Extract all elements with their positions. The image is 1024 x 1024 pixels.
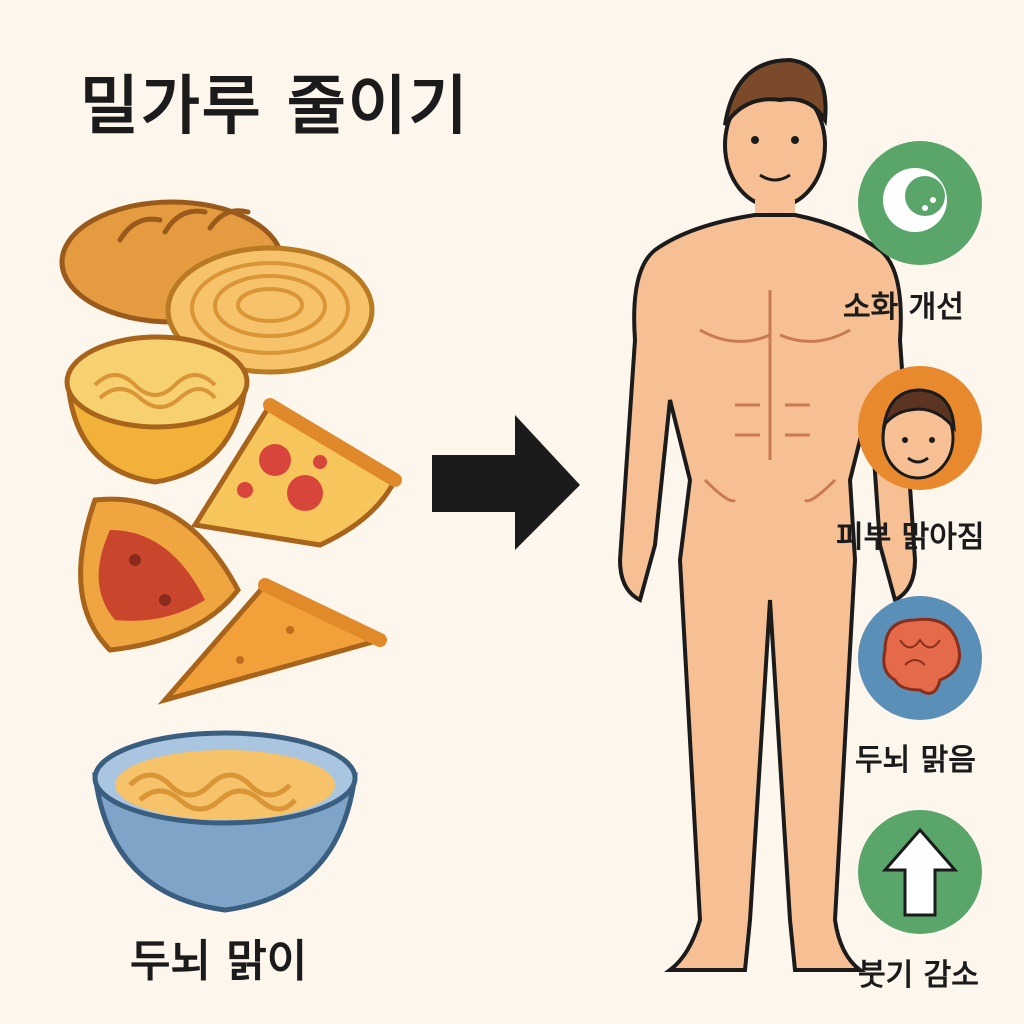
benefit-label-swelling: 붓기 감소 [858,958,979,993]
up-arrow-icon [881,827,959,917]
noodle-bowl-icon [64,334,250,485]
calzone-icon [78,496,241,653]
benefit-label-skin: 피부 맑아짐 [836,520,985,555]
benefit-swelling-badge [858,810,982,934]
cheese-slice-icon [157,578,388,705]
benefit-skin-badge [858,366,982,490]
brain-icon [882,617,961,695]
left-caption: 두뇌 맑이 [130,936,308,987]
right-arrow-icon [432,415,580,550]
benefit-label-brain: 두뇌 맑음 [855,743,976,778]
benefit-brain-badge [858,596,982,720]
benefit-label-digestion: 소화 개선 [843,290,964,325]
stomach-icon [883,168,947,232]
page-title: 밀가루 줄이기 [80,70,470,144]
blue-bowl-icon [92,730,358,913]
human-figure [617,57,918,972]
face-icon [881,388,956,480]
noodle-nest-icon [165,245,375,375]
pizza-slice-icon [190,398,402,548]
benefit-digestion-badge [858,141,982,265]
